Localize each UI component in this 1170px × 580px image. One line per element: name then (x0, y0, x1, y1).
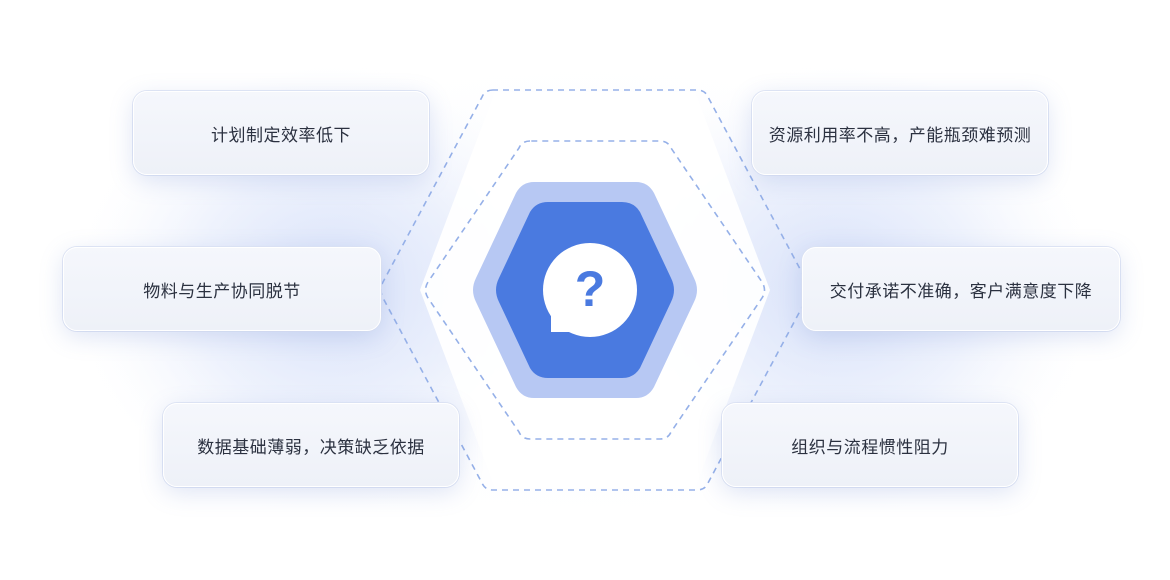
left-item-card: 数据基础薄弱，决策缺乏依据 (163, 403, 459, 487)
left-item-label: 数据基础薄弱，决策缺乏依据 (197, 437, 425, 458)
outer-dashed-hexagon (380, 89, 810, 491)
question-chat-bubble-icon: ? (543, 243, 637, 337)
right-item-card: 交付承诺不准确，客户满意度下降 (802, 247, 1120, 331)
right-item-label: 交付承诺不准确，客户满意度下降 (829, 281, 1093, 302)
left-item-card: 计划制定效率低下 (133, 91, 429, 175)
right-item-card: 资源利用率不高，产能瓶颈难预测 (752, 91, 1048, 175)
left-item-label: 计划制定效率低下 (211, 125, 351, 146)
left-item-card: 物料与生产协同脱节 (63, 247, 381, 331)
question-mark: ? (575, 261, 606, 317)
right-item-card: 组织与流程惯性阻力 (722, 403, 1018, 487)
right-item-label: 资源利用率不高，产能瓶颈难预测 (768, 125, 1032, 146)
right-item-label: 组织与流程惯性阻力 (791, 437, 949, 458)
left-item-label: 物料与生产协同脱节 (143, 281, 301, 302)
inner-dashed-hexagon (424, 140, 766, 440)
